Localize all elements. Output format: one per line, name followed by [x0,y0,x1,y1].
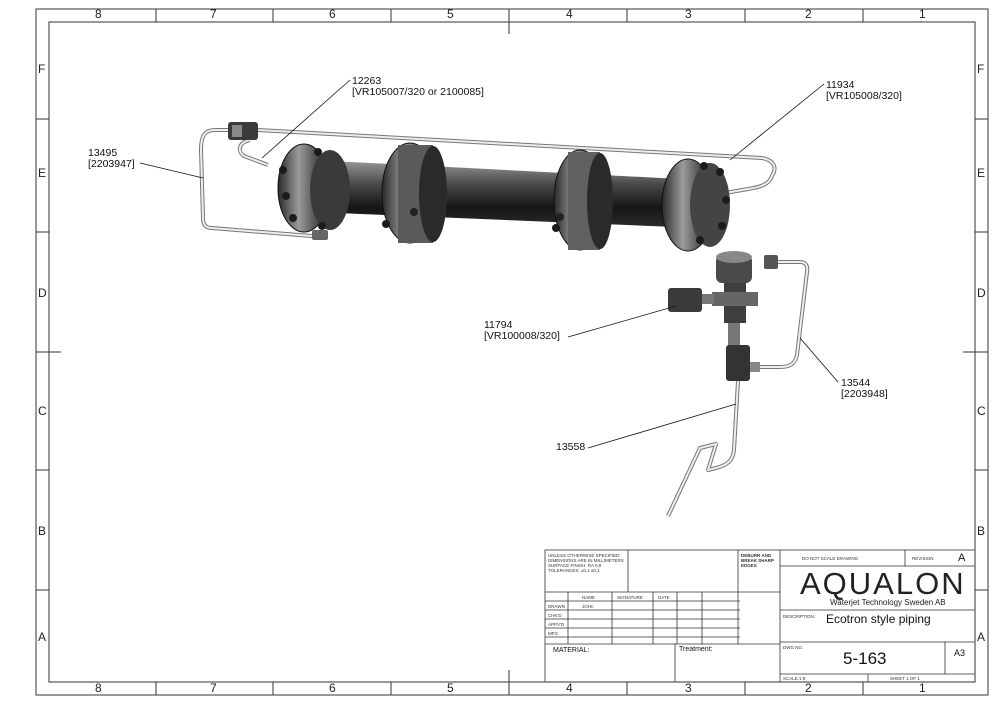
zone-col-bottom-5: 5 [447,681,454,695]
tb-dwg-no: 5-163 [843,649,887,668]
zone-row-left-B: B [38,524,47,538]
zone-col-bottom-1: 1 [919,681,926,695]
zone-col-bottom-4: 4 [566,681,573,695]
zone-row-left-A: A [38,630,47,644]
zone-row-left-C: C [38,404,47,418]
zone-row-right-F: F [977,62,985,76]
callout-13544-number: 13544 [841,377,871,389]
zone-col-top-8: 8 [95,7,102,21]
tb-deburr-2: BREAK SHARP [741,558,775,563]
zone-row-left-F: F [38,62,46,76]
zone-col-top-4: 4 [566,7,573,21]
tb-deburr-1: DEBURR AND [741,553,772,558]
tb-header-signature: SIGNATURE [617,595,643,600]
tb-notes-3: SURFACE FINISH: Ra 0,8 [548,563,602,568]
zone-col-top-6: 6 [329,7,336,21]
tb-notes-4: TOLERANCES: ±0,1 ±0,1 [548,568,600,573]
tb-scale: SCALE:1:8 [783,676,806,681]
tb-deburr-3: EDGES [741,563,757,568]
tb-notes-2: DIMENSIONS ARE IN MILLIMETERS [548,558,624,563]
tb-do-not-scale: DO NOT SCALE DRAWING [802,556,859,561]
callout-13558-number: 13558 [556,441,586,453]
zone-col-top-1: 1 [919,7,926,21]
tb-row-appvd: APPV'D [548,622,565,627]
zone-col-bottom-2: 2 [805,681,812,695]
tb-revision: A [958,552,966,564]
callout-12263: 12263 [VR105007/320 or 2100085] [352,76,484,98]
callout-13544-part: [2203948] [841,388,888,400]
zone-row-right-A: A [977,630,986,644]
zone-row-right-B: B [977,524,986,538]
zone-col-bottom-8: 8 [95,681,102,695]
zone-row-right-D: D [977,286,986,300]
tb-material-label: MATERIAL: [553,647,590,654]
tb-dwg-no-label: DWG NO. [783,645,804,650]
company-name: Waterjet Technology Sweden AB [830,598,946,607]
callout-11934-number: 11934 [826,79,855,91]
zone-col-bottom-3: 3 [685,681,692,695]
tb-treatment-label: Treatment: [679,646,713,653]
zone-col-top-7: 7 [210,7,217,21]
zone-col-bottom-7: 7 [210,681,217,695]
zone-col-top-3: 3 [685,7,692,21]
tb-size: A3 [954,648,966,658]
tb-row-mfg: MFG [548,631,558,636]
zone-row-right-C: C [977,404,986,418]
callout-13544: 13544 [2203948] [841,378,888,400]
zone-col-top-2: 2 [805,7,812,21]
tb-revision-label: REVISION [912,556,934,561]
callout-13495: 13495 [2203947] [88,148,135,170]
zone-row-left-E: E [38,166,47,180]
zone-row-right-E: E [977,166,986,180]
zone-row-left-D: D [38,286,47,300]
callout-11794-part: [VR100008/320] [484,330,560,342]
zone-col-top-5: 5 [447,7,454,21]
callout-13495-number: 13495 [88,147,118,159]
tb-description-label: DESCRIPTION: [783,614,816,619]
callout-11934-part: [VR105008/320] [826,90,902,102]
tb-row-drawn: DRAWN [548,604,565,609]
callout-13495-part: [2203947] [88,158,135,170]
tb-sheet: SHEET 1 OF 1 [890,676,920,681]
tb-description: Ecotron style piping [826,612,931,626]
callout-11794: 11794 [VR100008/320] [484,320,560,342]
callout-11934: 11934 [VR105008/320] [826,80,902,102]
callout-13558: 13558 [556,442,585,453]
company-logo: AQUALON [800,566,966,601]
zone-col-bottom-6: 6 [329,681,336,695]
tb-drawn-by: JOHn [582,604,594,609]
tb-row-chkd: CHK'D [548,613,562,618]
callout-12263-number: 12263 [352,75,382,87]
tb-notes-1: UNLESS OTHERWISE SPECIFIED: [548,553,621,558]
callout-11794-number: 11794 [484,319,513,331]
tb-header-name: NAME [582,595,596,600]
tb-header-date: DATE [658,595,670,600]
callout-12263-part: [VR105007/320 or 2100085] [352,86,484,98]
